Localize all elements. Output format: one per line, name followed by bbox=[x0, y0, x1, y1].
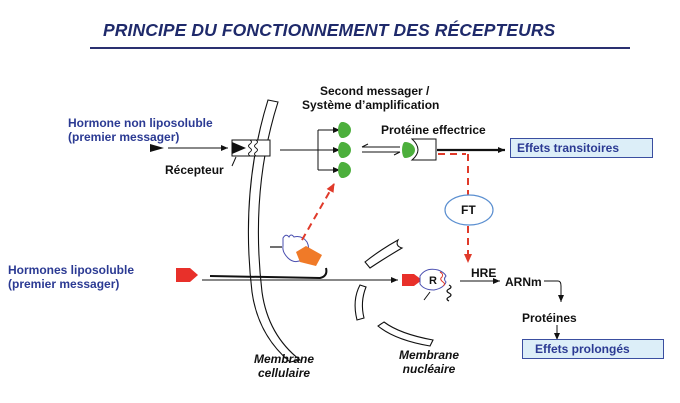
cell-membrane bbox=[247, 99, 302, 363]
proteines-label: Protéines bbox=[522, 311, 577, 325]
nuclear-membrane-top bbox=[364, 238, 404, 269]
proteine-effectrice-label: Protéine effectrice bbox=[381, 123, 486, 137]
effector-green-icon bbox=[402, 142, 415, 158]
effector-protein-box bbox=[410, 138, 437, 161]
ft-label: FT bbox=[461, 203, 476, 217]
ft-ellipse bbox=[444, 194, 494, 226]
dna-helix-icon bbox=[446, 284, 452, 302]
second-messager-label: Second messager / Système d’amplificatio… bbox=[302, 84, 440, 112]
hre-label: HRE bbox=[471, 266, 497, 280]
nuclear-hormone-icon bbox=[402, 274, 422, 286]
effets-transitoires-box: Effets transitoires bbox=[510, 138, 653, 158]
arnm-label: ARNm bbox=[505, 275, 542, 289]
nuclear-membrane-left bbox=[354, 284, 367, 321]
membrane-nucleaire-label: Membrane nucléaire bbox=[399, 348, 460, 376]
recepteur-label: Récepteur bbox=[165, 163, 224, 177]
nuclear-membrane-bottom bbox=[377, 321, 434, 347]
nuclear-receptor-icon bbox=[419, 268, 447, 291]
hormone-triangle-icon bbox=[150, 144, 164, 152]
page-title: PRINCIPE DU FONCTIONNEMENT DES RÉCEPTEUR… bbox=[103, 20, 556, 40]
cytoplasmic-receptor-icon bbox=[282, 234, 310, 263]
lipid-hormone-icon bbox=[176, 268, 198, 282]
orange-complex-icon bbox=[296, 246, 322, 266]
hormone-liposoluble-label: Hormones liposoluble (premier messager) bbox=[8, 263, 135, 291]
effets-prolonges-box: Effets prolongés bbox=[522, 339, 664, 359]
membrane-cellulaire-label: Membrane cellulaire bbox=[254, 352, 315, 380]
r-label: R bbox=[429, 275, 437, 287]
title-underline bbox=[90, 47, 630, 49]
hormone-non-liposoluble-label: Hormone non liposoluble (premier message… bbox=[68, 116, 213, 144]
